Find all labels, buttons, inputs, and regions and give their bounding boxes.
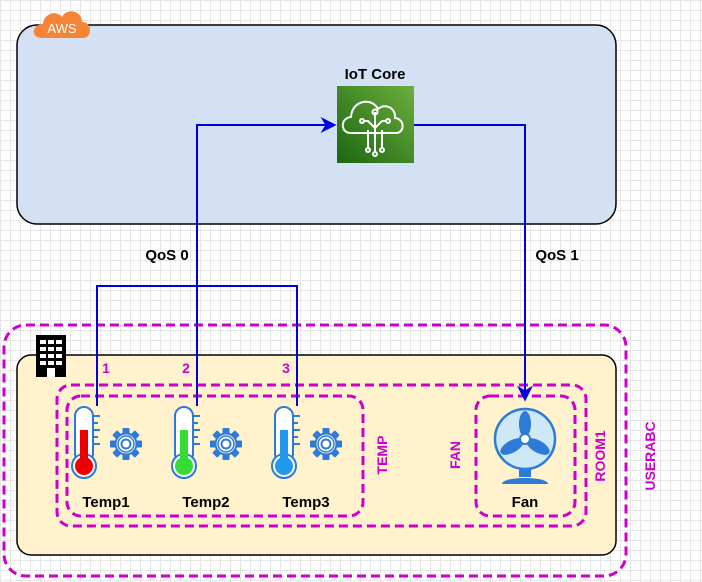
aws-badge-text: AWS xyxy=(47,21,76,36)
thermometer-icon xyxy=(271,406,300,479)
user-group-label: USERABC xyxy=(642,421,658,490)
qos0-label: QoS 0 xyxy=(145,247,188,264)
iot-core-label: IoT Core xyxy=(345,66,406,83)
fan-group-label: FAN xyxy=(447,441,463,469)
user-group xyxy=(2,323,628,578)
fan-label: Fan xyxy=(512,494,539,511)
sensor-number: 1 xyxy=(102,360,110,376)
sensor-label: Temp1 xyxy=(82,494,129,511)
sensor-label: Temp2 xyxy=(182,494,229,511)
thermometer-icon xyxy=(171,406,200,479)
room-group xyxy=(55,383,588,528)
gear-icon xyxy=(109,427,143,461)
gear-icon xyxy=(309,427,343,461)
sensor-label: Temp3 xyxy=(282,494,329,511)
fan-icon xyxy=(493,407,557,484)
room-group-label: ROOM1 xyxy=(592,430,608,482)
qos0-publish-arrow xyxy=(196,117,337,406)
building-icon xyxy=(36,335,66,377)
aws-cloud-icon: AWS xyxy=(33,11,91,38)
iot-core-icon xyxy=(337,86,414,163)
temp-sensor-1: 1 Temp1 xyxy=(71,360,143,511)
thermometer-icon xyxy=(71,406,100,479)
sensor-number: 2 xyxy=(182,360,190,376)
qos1-label: QoS 1 xyxy=(535,247,578,264)
qos1-subscribe-arrow xyxy=(414,124,533,402)
temp-sensor-2: 2 Temp2 xyxy=(171,360,243,511)
gear-icon xyxy=(209,427,243,461)
sensor-number: 3 xyxy=(282,360,290,376)
temp-group-label: TEMP xyxy=(374,436,390,475)
fan-device: Fan xyxy=(493,407,557,511)
temp-sensor-3: 3 Temp3 xyxy=(271,360,343,511)
temp-group xyxy=(65,394,365,518)
